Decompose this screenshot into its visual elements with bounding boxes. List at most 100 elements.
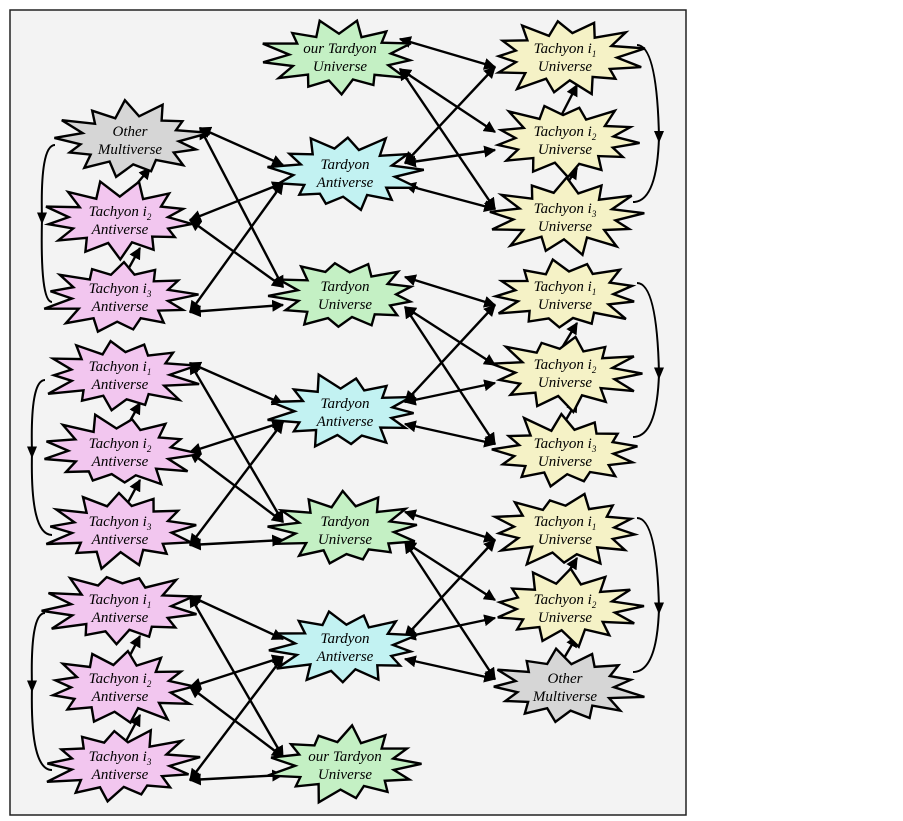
- starburst-shape: [490, 492, 640, 567]
- starburst-shape: [489, 175, 645, 257]
- starburst-shape: [267, 372, 414, 449]
- node-label-line1: Tachyon i1: [89, 359, 152, 377]
- starburst-shape: [43, 179, 193, 262]
- starburst-shape: [493, 646, 645, 724]
- connection-arrow: [403, 420, 497, 448]
- node-label-line2: Universe: [538, 610, 592, 626]
- node-label-line2: Antiverse: [316, 649, 374, 665]
- node-label-line1: Tachyon i3: [534, 201, 597, 219]
- starburst-shape: [268, 609, 418, 684]
- node-label-line2: Antiverse: [91, 299, 149, 315]
- node-label-line1: Tachyon i1: [534, 279, 597, 297]
- node-label-line2: Antiverse: [316, 414, 374, 430]
- starburst-shape: [54, 98, 210, 179]
- starburst-shape: [267, 489, 418, 565]
- node-label-line2: Antiverse: [316, 175, 374, 191]
- node-label-line2: Antiverse: [91, 610, 149, 626]
- connection-arrow: [403, 181, 497, 213]
- node-label-line1: Tachyon i3: [89, 514, 152, 532]
- node-label-line2: Universe: [318, 532, 372, 548]
- arrowhead: [37, 212, 47, 225]
- starburst-shape: [44, 412, 202, 487]
- connection-arrow: [188, 769, 285, 786]
- node-label-line1: Tachyon i2: [89, 204, 152, 222]
- node-label-line1: Other: [548, 671, 583, 687]
- arrowhead: [27, 680, 37, 693]
- node-label-line2: Universe: [313, 59, 367, 75]
- starburst-shape: [262, 18, 415, 97]
- node-label-line1: Tachyon i2: [89, 671, 152, 689]
- arrowhead: [27, 446, 37, 459]
- node-label-line1: Tachyon i3: [89, 749, 152, 767]
- node-label-line2: Universe: [318, 297, 372, 313]
- connection-arrow: [398, 36, 497, 70]
- starburst-shape: [48, 649, 195, 725]
- arrowhead: [654, 367, 664, 380]
- starburst-shape: [491, 257, 637, 329]
- connection-arrow: [403, 655, 497, 683]
- node-label-line1: Tachyon i2: [534, 124, 597, 142]
- connection-arrow: [188, 534, 285, 551]
- starburst-shape: [491, 335, 643, 414]
- connection-arrow: [403, 274, 497, 308]
- node-label-line1: Tachyon i3: [534, 436, 597, 454]
- starburst-shape: [47, 339, 200, 412]
- starburst-shape: [495, 566, 645, 649]
- node-label-line2: Universe: [538, 297, 592, 313]
- starburst-shape: [267, 136, 425, 212]
- starburst-shape: [45, 491, 197, 571]
- node-label-line1: Tardyon: [321, 157, 370, 173]
- starburst-shape: [267, 723, 422, 805]
- node-label-line2: Universe: [538, 219, 592, 235]
- node-label-line2: Antiverse: [91, 377, 149, 393]
- node-label-line1: Tachyon i1: [534, 41, 597, 59]
- node-label-line2: Antiverse: [91, 222, 149, 238]
- starburst-shape: [267, 261, 415, 329]
- node-label-line1: our Tardyon: [308, 749, 382, 765]
- node-label-line1: our Tardyon: [303, 41, 377, 57]
- node-label-line1: Tardyon: [321, 396, 370, 412]
- node-label-line2: Antiverse: [91, 532, 149, 548]
- node-label-line1: Tardyon: [321, 279, 370, 295]
- node-label-line1: Tachyon i2: [89, 436, 152, 454]
- connection-arrow: [189, 421, 284, 546]
- node-label-line2: Universe: [538, 142, 592, 158]
- node-label-line2: Antiverse: [91, 767, 149, 783]
- node-label-line1: Tachyon i3: [89, 281, 152, 299]
- node-label-line2: Universe: [538, 375, 592, 391]
- connection-arrow: [403, 509, 497, 543]
- node-label-line1: Tachyon i2: [534, 592, 597, 610]
- node-label-line1: Tachyon i2: [534, 357, 597, 375]
- starburst-shape: [46, 728, 201, 804]
- connection-arrow: [189, 656, 284, 781]
- node-label-line2: Antiverse: [91, 454, 149, 470]
- node-label-line2: Universe: [538, 532, 592, 548]
- node-label-line1: Other: [113, 124, 148, 140]
- node-label-line1: Tardyon: [321, 514, 370, 530]
- node-label-line2: Universe: [538, 454, 592, 470]
- starburst-shape: [43, 260, 199, 334]
- connection-arrow: [189, 182, 284, 313]
- arrowhead: [654, 602, 664, 615]
- node-label-line2: Antiverse: [91, 689, 149, 705]
